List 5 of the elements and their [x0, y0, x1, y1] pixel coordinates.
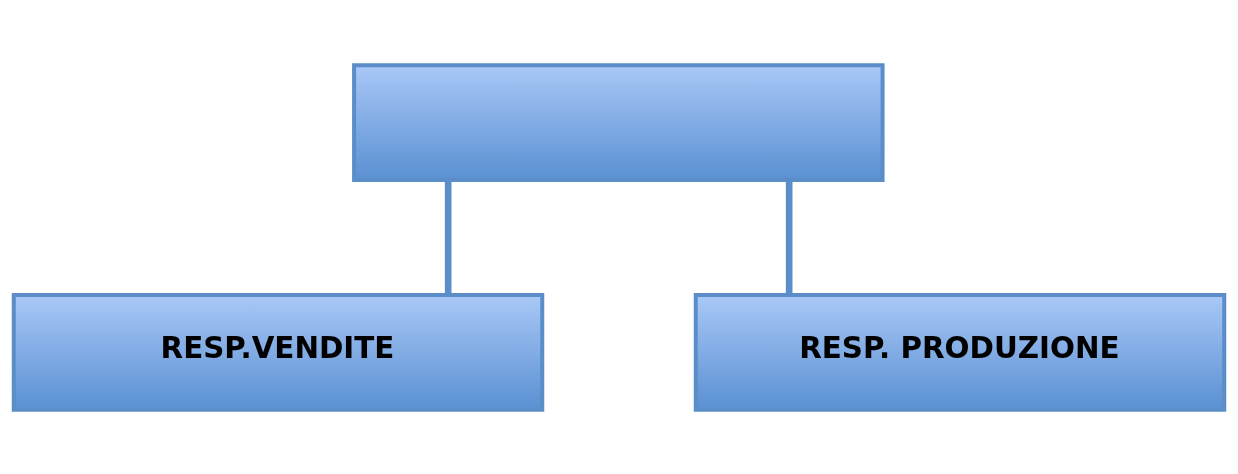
node-box	[352, 62, 885, 182]
node-box: RESP.VENDITE	[11, 292, 545, 412]
node-box: RESP. PRODUZIONE	[693, 292, 1227, 412]
connector	[785, 180, 793, 295]
connector	[444, 180, 452, 295]
